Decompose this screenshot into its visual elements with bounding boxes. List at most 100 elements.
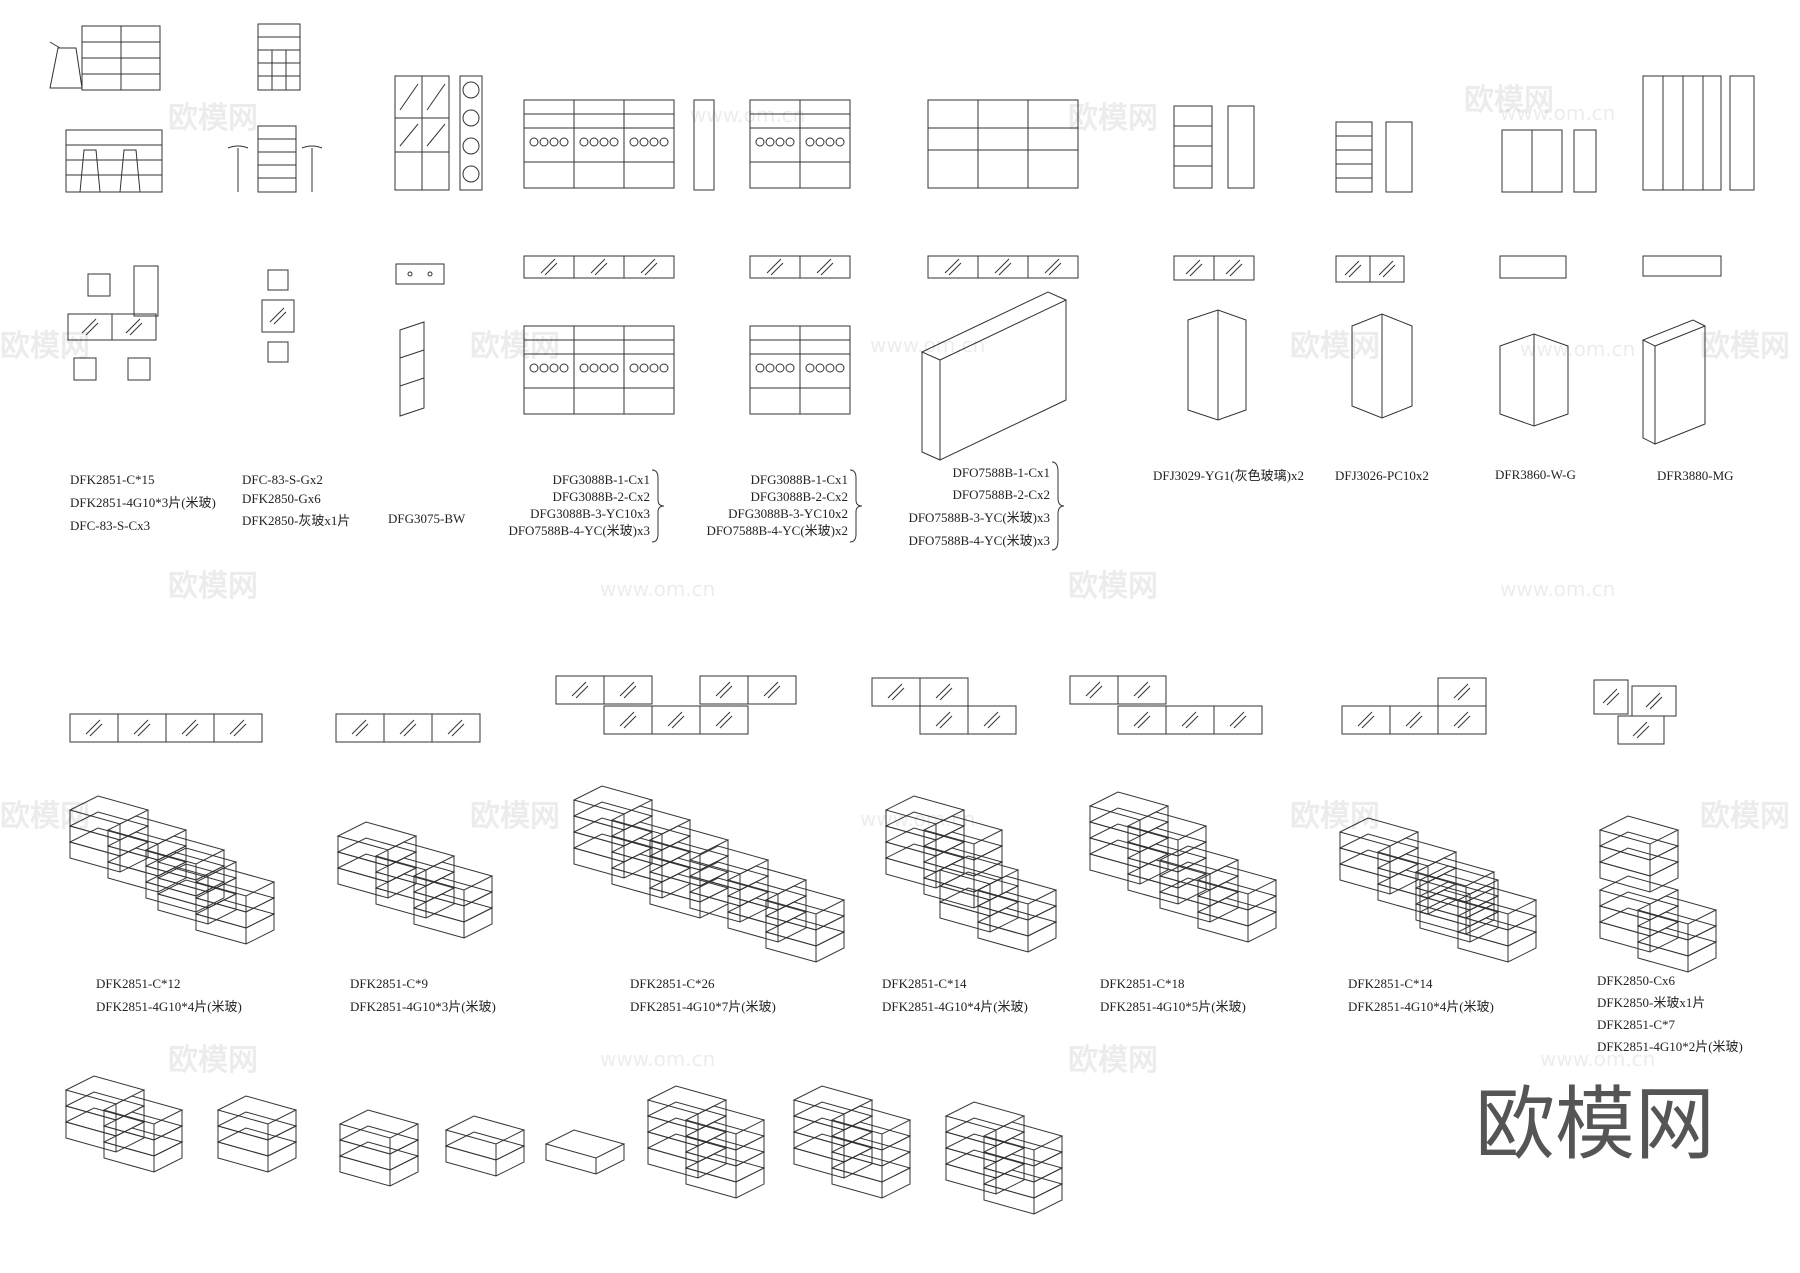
line-art — [129, 322, 143, 336]
line-art — [1632, 721, 1648, 737]
line-art — [399, 123, 419, 147]
iso-cube — [1598, 831, 1680, 877]
iso-cube — [1418, 897, 1500, 943]
label: DFK2851-4G10*3片(米玻) — [70, 495, 216, 510]
wine-glass — [805, 363, 815, 373]
iso-cube — [444, 1115, 526, 1161]
iso-cube — [646, 1085, 728, 1131]
display-cabinet — [927, 99, 1079, 189]
line-art — [944, 258, 960, 274]
line-art — [983, 711, 999, 727]
watermark-url: www.om.cn — [690, 103, 805, 127]
wine-glass — [825, 363, 835, 373]
iso-cube — [1158, 877, 1240, 923]
wine-cabinet — [523, 325, 675, 415]
line-art — [939, 687, 953, 701]
line-art — [1137, 685, 1151, 699]
cabinet-side — [693, 99, 715, 191]
label: DFG3088B-1-Cx1 — [552, 472, 650, 487]
iso-drawer-unit — [1187, 309, 1247, 421]
line-art — [1606, 692, 1620, 706]
label: DFO7588B-4-YC(米玻)x3 — [908, 533, 1050, 548]
iso-cube — [938, 887, 1020, 933]
wine-glass — [599, 363, 609, 373]
glass-panel — [1389, 705, 1439, 735]
glass-panel — [699, 675, 749, 705]
wine-glass — [755, 137, 765, 147]
line-art — [590, 258, 606, 274]
glass-panel — [261, 299, 295, 333]
glass-panel — [749, 255, 801, 279]
line-art — [948, 262, 962, 276]
line-art — [671, 715, 685, 729]
stool — [49, 41, 83, 89]
label: DFK2851-4G10*4片(米玻) — [1348, 999, 1494, 1014]
watermark-text: 欧模网 — [1068, 1043, 1158, 1078]
line-art — [1344, 260, 1360, 276]
line-art — [1233, 715, 1247, 729]
line-art — [1044, 258, 1060, 274]
label: DFO7588B-4-YC(米玻)x3 — [508, 523, 650, 538]
glass-panel — [651, 705, 701, 735]
iso-cube — [336, 853, 418, 899]
wine-glass — [649, 137, 659, 147]
wine-glass — [775, 137, 785, 147]
glass-panel — [213, 713, 263, 743]
label: DFK2851-C*18 — [1100, 976, 1185, 991]
iso-cube — [688, 877, 770, 923]
line-art — [1137, 715, 1151, 729]
line-art — [594, 262, 608, 276]
glass-panel — [1437, 705, 1487, 735]
iso-cube — [1088, 839, 1170, 885]
iso-cube — [1456, 917, 1538, 963]
line-art — [935, 711, 951, 727]
iso-cube — [1158, 845, 1240, 891]
stool-plan — [267, 269, 289, 291]
iso-cube — [64, 1075, 146, 1121]
glass-panel — [1335, 255, 1371, 283]
label: DFK2851-C*14 — [882, 976, 967, 991]
iso-cube — [982, 1169, 1064, 1215]
line-art — [1649, 696, 1663, 710]
glass-panel — [699, 705, 749, 735]
line-art — [85, 719, 101, 735]
iso-cube — [1338, 833, 1420, 879]
iso-cube — [338, 1109, 420, 1155]
line-art — [1185, 259, 1201, 275]
wine-glass — [775, 363, 785, 373]
glass-panel — [1069, 675, 1119, 705]
iso-cube — [1598, 907, 1680, 953]
iso-cube — [792, 1117, 874, 1163]
line-art — [619, 711, 635, 727]
label: DFK2851-4G10*5片(米玻) — [1100, 999, 1246, 1014]
line-art — [1409, 715, 1423, 729]
iso-cube — [944, 1101, 1026, 1147]
line-art — [1089, 685, 1103, 699]
line-art — [571, 681, 587, 697]
iso-cube — [336, 821, 418, 867]
line-art — [994, 258, 1010, 274]
label: DFR3880-MG — [1657, 468, 1734, 483]
label: DFR3860-W-G — [1495, 467, 1576, 482]
watermark-text: 欧模网 — [1464, 83, 1554, 118]
line-art — [667, 711, 683, 727]
line-art — [544, 262, 558, 276]
watermark-text: 欧模网 — [0, 329, 90, 364]
line-art — [233, 723, 247, 737]
watermark-url: www.om.cn — [1500, 577, 1615, 601]
watermark-url: www.om.cn — [1500, 101, 1615, 125]
iso-cube — [336, 837, 418, 883]
wine-glass — [805, 137, 815, 147]
cabinet-side — [1573, 129, 1597, 193]
wine-glass — [539, 137, 549, 147]
iso-cube — [216, 1095, 298, 1141]
cabinet-side — [1729, 75, 1755, 191]
wine-glass — [539, 363, 549, 373]
iso-cube — [646, 1101, 728, 1147]
line-art — [1189, 263, 1203, 277]
shelf-circle — [462, 137, 480, 155]
shelf-elevation — [257, 125, 297, 193]
iso-cube — [156, 879, 238, 925]
brace — [651, 469, 665, 543]
